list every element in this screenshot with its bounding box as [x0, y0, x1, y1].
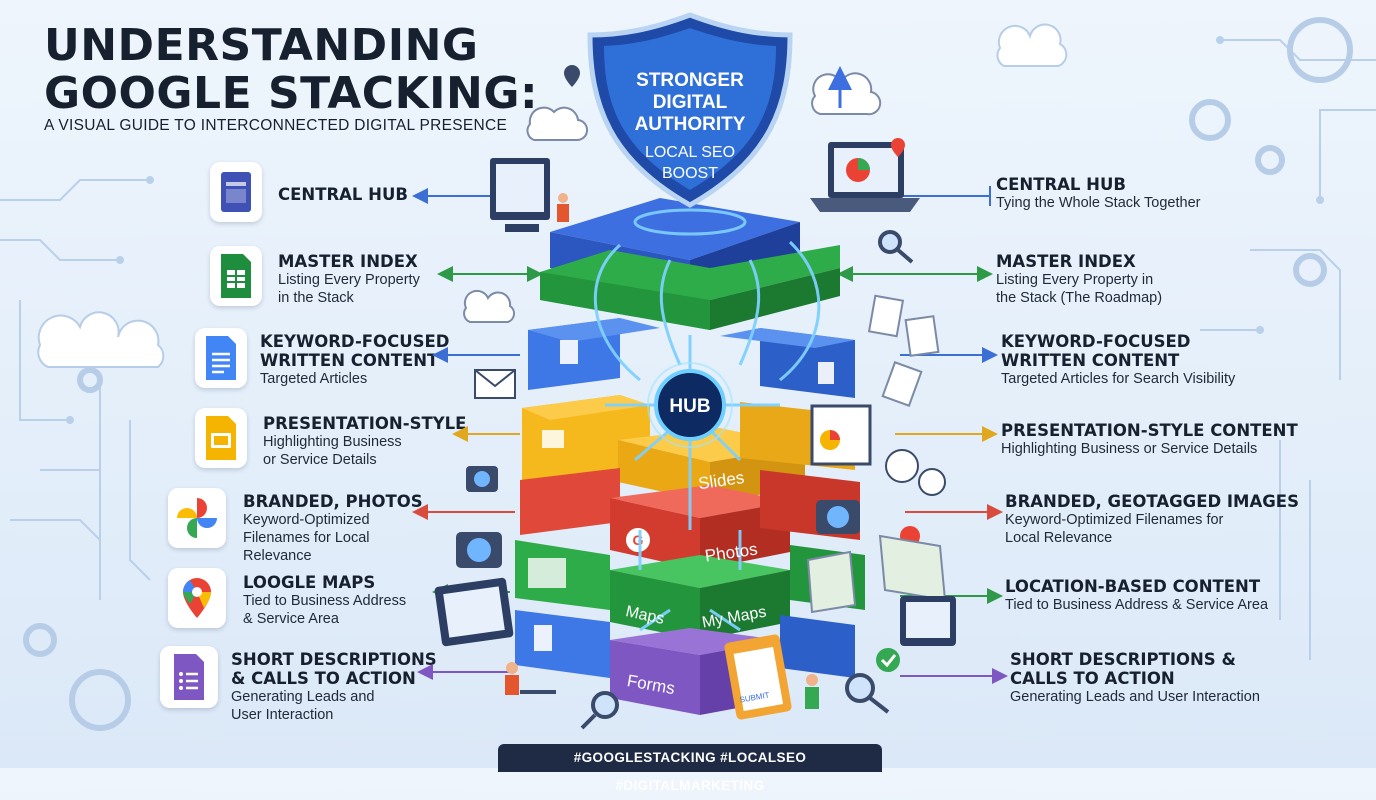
left-item-photos: BRANDED, PHOTOS Keyword-Optimized Filena… — [243, 492, 423, 565]
camera-icon — [456, 466, 860, 568]
right-item-location: LOCATION-BASED CONTENT Tied to Business … — [1005, 577, 1268, 614]
right-item-title: WRITTEN CONTENT — [1001, 351, 1180, 370]
left-item-desc: & Service Area — [243, 611, 339, 627]
left-item-desc: Filenames for Local — [243, 530, 370, 546]
person-icon — [505, 193, 819, 709]
hub-label: HUB — [669, 396, 710, 417]
map-pin-icon — [564, 65, 920, 554]
document-icon — [867, 294, 940, 407]
right-item-title: CENTRAL HUB — [996, 175, 1126, 194]
background-decoration — [0, 17, 1376, 731]
stack-tower: G HUB Slides Photos Maps My Maps For — [515, 12, 865, 720]
right-item-desc: Keyword-Optimized Filenames for — [1005, 512, 1224, 528]
left-item-forms: SHORT DESCRIPTIONS & CALLS TO ACTION Gen… — [231, 650, 437, 724]
tower-layer-maps — [515, 540, 865, 640]
google-forms-icon — [160, 646, 218, 708]
left-item-central-hub: CENTRAL HUB — [278, 185, 408, 204]
clipboard-icon — [724, 634, 792, 720]
right-item-title: LOCATION-BASED CONTENT — [1005, 577, 1261, 596]
tablet-icon — [434, 577, 956, 647]
right-item-title: PRESENTATION-STYLE CONTENT — [1001, 421, 1298, 440]
left-item-master-index: MASTER INDEX Listing Every Property in t… — [278, 252, 420, 307]
page-title: UNDERSTANDING GOOGLE STACKING: — [44, 22, 538, 118]
left-item-desc: Highlighting Business — [263, 434, 402, 450]
tower-layer-sheets — [540, 245, 840, 330]
tower-layer-slides — [522, 395, 855, 502]
map-sheet-icon — [806, 534, 947, 614]
envelope-icon — [474, 369, 516, 399]
right-item-desc: Listing Every Property in — [996, 272, 1154, 288]
left-item-title: WRITTEN CONTENT — [260, 351, 439, 370]
left-item-title: PRESENTATION-STYLE — [263, 414, 467, 433]
page-subtitle: A VISUAL GUIDE TO INTERCONNECTED DIGITAL… — [44, 117, 508, 134]
desktop-monitor-icon — [490, 158, 550, 232]
laptop-icon — [810, 142, 920, 212]
left-item-title: SHORT DESCRIPTIONS — [231, 650, 437, 669]
right-item-desc: Highlighting Business or Service Details — [1001, 441, 1258, 457]
gear-icon — [23, 17, 1353, 731]
shield-line-5: BOOST — [662, 165, 718, 182]
right-item-desc: the Stack (The Roadmap) — [996, 290, 1163, 306]
right-item-title: KEYWORD-FOCUSED — [1001, 332, 1191, 351]
left-item-title: BRANDED, PHOTOS — [243, 492, 423, 511]
left-item-desc: in the Stack — [278, 290, 354, 306]
tower-layer-photos: G — [520, 468, 860, 570]
shield-line-4: LOCAL SEO — [645, 144, 735, 161]
svg-text:G: G — [633, 532, 644, 548]
right-item-presentation: PRESENTATION-STYLE CONTENT Highlighting … — [1001, 421, 1298, 458]
right-item-written-content: KEYWORD-FOCUSED WRITTEN CONTENT Targeted… — [1001, 332, 1235, 388]
left-item-desc: Keyword-Optimized — [243, 512, 370, 528]
right-item-title: CALLS TO ACTION — [1010, 669, 1175, 688]
title-line-1: UNDERSTANDING — [44, 20, 479, 71]
google-photos-icon — [168, 488, 226, 548]
chat-bubble-icon — [885, 449, 946, 496]
right-item-desc: Tied to Business Address & Service Area — [1005, 597, 1269, 613]
cloud-icon — [463, 72, 882, 323]
google-slides-icon — [195, 408, 247, 468]
right-item-desc: Local Relevance — [1005, 530, 1113, 546]
google-docs-icon — [195, 328, 247, 388]
left-item-desc: Generating Leads and — [231, 689, 375, 705]
left-item-desc: Targeted Articles — [260, 371, 368, 387]
shield-badge — [587, 12, 793, 236]
presentation-board-icon — [810, 404, 872, 466]
left-item-title: MASTER INDEX — [278, 252, 418, 271]
shield-line-3: AUTHORITY — [635, 114, 746, 135]
left-item-maps: LOOGLE MAPS Tied to Business Address & S… — [243, 573, 406, 628]
left-item-presentation: PRESENTATION-STYLE Highlighting Business… — [263, 414, 466, 469]
left-item-title: KEYWORD-FOCUSED — [260, 332, 450, 351]
right-item-central-hub: CENTRAL HUB Tying the Whole Stack Togeth… — [996, 175, 1200, 212]
google-sheets-icon — [210, 246, 262, 306]
right-item-title: MASTER INDEX — [996, 252, 1136, 271]
shield-line-1: STRONGER — [636, 70, 744, 91]
left-item-title: LOOGLE MAPS — [243, 573, 376, 592]
right-item-desc: Tying the Whole Stack Together — [996, 195, 1201, 211]
title-line-2: GOOGLE STACKING: — [44, 68, 539, 119]
tower-layer-docs — [528, 318, 855, 398]
left-item-desc: Listing Every Property — [278, 272, 420, 288]
left-item-desc: or Service Details — [263, 452, 377, 468]
left-item-desc: User Interaction — [231, 707, 334, 723]
left-item-written-content: KEYWORD-FOCUSED WRITTEN CONTENT Targeted… — [260, 332, 449, 388]
right-item-forms: SHORT DESCRIPTIONS & CALLS TO ACTION Gen… — [1010, 650, 1260, 706]
left-item-desc: Tied to Business Address — [243, 593, 407, 609]
right-item-images: BRANDED, GEOTAGGED IMAGES Keyword-Optimi… — [1005, 492, 1299, 547]
right-item-desc: Targeted Articles for Search Visibility — [1001, 371, 1236, 387]
left-item-title: & CALLS TO ACTION — [231, 669, 416, 688]
hub-orb — [647, 362, 733, 448]
google-maps-icon — [168, 568, 226, 628]
google-sites-icon — [210, 162, 262, 222]
left-item-title: CENTRAL HUB — [278, 185, 408, 204]
right-item-master-index: MASTER INDEX Listing Every Property in t… — [996, 252, 1162, 307]
checkmark-icon — [876, 648, 900, 672]
shield-line-2: DIGITAL — [653, 92, 728, 113]
side-illustrations — [434, 65, 956, 730]
right-item-title: BRANDED, GEOTAGGED IMAGES — [1005, 492, 1299, 511]
right-item-title: SHORT DESCRIPTIONS & — [1010, 650, 1236, 669]
magnifier-icon — [580, 230, 914, 730]
right-item-desc: Generating Leads and User Interaction — [1010, 689, 1260, 705]
left-item-desc: Relevance — [243, 548, 312, 564]
